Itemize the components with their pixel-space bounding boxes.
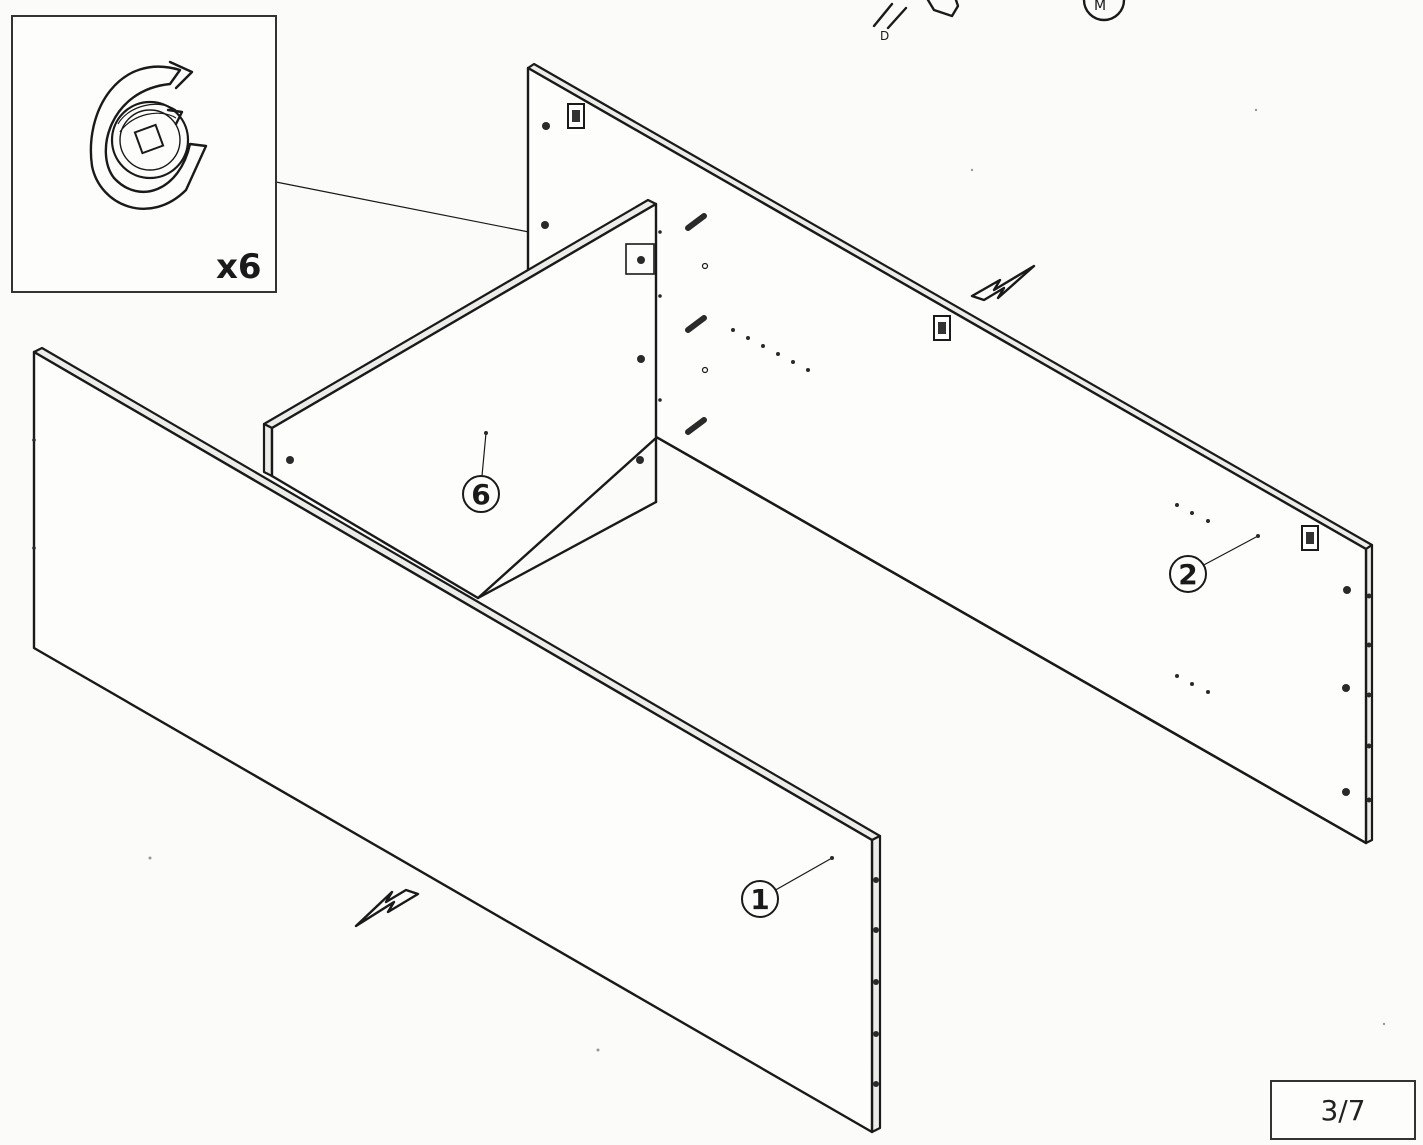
fitting-m-callout: M bbox=[1082, 0, 1126, 22]
part-2-label: 2 bbox=[1178, 558, 1197, 591]
push-arrow-icon bbox=[354, 888, 420, 928]
dowel-pins bbox=[685, 213, 707, 435]
panel-1: 1 bbox=[32, 346, 882, 1134]
scan-specks bbox=[148, 108, 1386, 1052]
fitting-m-label: M bbox=[1094, 0, 1106, 14]
screw-d-icon: D bbox=[872, 2, 908, 43]
quantity-label: x6 bbox=[216, 247, 262, 287]
cam-fitting-icon bbox=[926, 0, 960, 18]
part-1-label: 1 bbox=[750, 883, 769, 916]
shelf-pin-holes bbox=[701, 262, 1210, 694]
hardware-preview: D M bbox=[872, 0, 1126, 43]
part-6-callout bbox=[462, 475, 500, 513]
part-2-callout bbox=[1169, 555, 1207, 593]
part-6-label: 6 bbox=[471, 478, 490, 511]
floor-edge-line bbox=[476, 500, 658, 600]
screw-d-label: D bbox=[880, 29, 889, 43]
panel-6: 6 bbox=[262, 198, 662, 600]
panel-2: 2 bbox=[526, 62, 1374, 845]
insert-arrow-icon bbox=[970, 264, 1036, 302]
rotation-detail: x6 bbox=[11, 15, 277, 293]
cam-lock-highlight bbox=[625, 243, 655, 275]
page-indicator: 3/7 bbox=[1270, 1080, 1416, 1140]
page-indicator-text: 3/7 bbox=[1320, 1093, 1366, 1127]
rotate-cam-icon bbox=[89, 60, 208, 210]
part-1-callout bbox=[741, 880, 779, 918]
cam-bracket-icon bbox=[567, 103, 1319, 551]
